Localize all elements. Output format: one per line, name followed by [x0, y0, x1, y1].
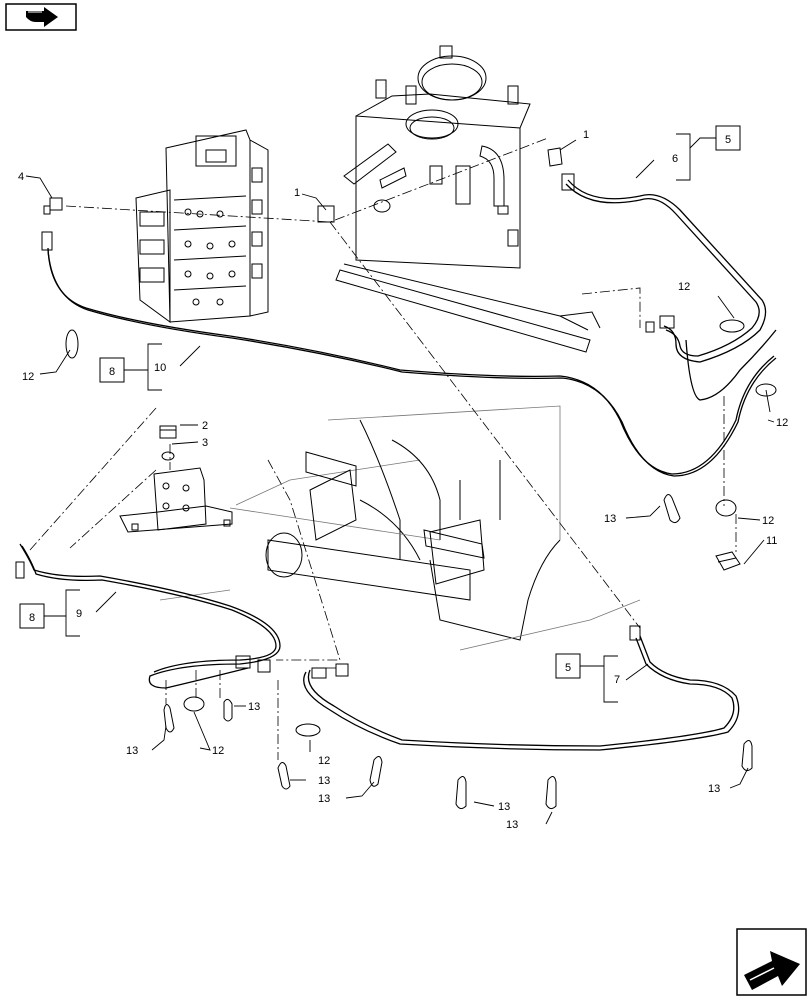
- fitting-4-elbow: [41, 197, 63, 251]
- callout-3: 3: [202, 437, 208, 449]
- next-page-button[interactable]: [736, 928, 807, 996]
- callout-13: 13: [506, 819, 518, 831]
- callout-4: 4: [18, 171, 24, 183]
- fitting-1-upper: [547, 147, 575, 191]
- previous-page-frame: [5, 3, 77, 31]
- alignment-lines: [29, 137, 737, 760]
- arrow-right-hand-icon: [744, 951, 800, 990]
- callout-6: 6: [672, 153, 678, 165]
- callout-9: 9: [76, 608, 82, 620]
- callout-12: 12: [678, 281, 690, 293]
- callout-13: 13: [318, 793, 330, 805]
- callout-11: 11: [766, 535, 777, 547]
- clip-13-group: [163, 494, 753, 810]
- fitting-2: [159, 425, 177, 439]
- hose-6: [565, 179, 777, 401]
- callout-13: 13: [604, 513, 616, 525]
- fitting-1-lower: [317, 205, 335, 223]
- callout-13: 13: [498, 801, 510, 813]
- callout-13: 13: [708, 783, 720, 795]
- callout-1: 1: [583, 129, 589, 141]
- callout-13: 13: [318, 775, 330, 787]
- callout-12: 12: [318, 755, 330, 767]
- callout-10: 10: [154, 362, 166, 374]
- callout-12: 12: [212, 745, 224, 757]
- arrow-left-hand-icon: [26, 7, 58, 27]
- callout-2: 2: [202, 420, 208, 432]
- hose-9: [19, 543, 281, 689]
- callout-12: 12: [776, 417, 788, 429]
- hose-10: [47, 247, 777, 477]
- reference-box-5-lower[interactable]: 5: [555, 653, 618, 703]
- hose-7: [303, 635, 740, 751]
- callout-12: 12: [22, 371, 34, 383]
- fitting-3: [161, 451, 175, 461]
- clamp-12-group: [65, 319, 777, 737]
- callout-13: 13: [126, 745, 138, 757]
- callout-labels: 1 1 2 3 4 6 7 9 10 11 12 12 12 12 12 12 …: [18, 129, 788, 831]
- reference-box-8-upper[interactable]: 8: [99, 343, 162, 391]
- control-valve-block: [135, 129, 269, 323]
- reference-box-label: 5: [565, 662, 571, 674]
- previous-page-button[interactable]: [5, 3, 77, 31]
- machine-frame-outline: [159, 45, 641, 651]
- callout-13: 13: [248, 701, 260, 713]
- reference-box-label: 8: [109, 366, 115, 378]
- manifold-block: [119, 467, 233, 533]
- leader-lines: [25, 139, 775, 825]
- reference-box-5-upper[interactable]: 5: [676, 125, 741, 181]
- bracket-11: [715, 551, 741, 571]
- reference-box-label: 5: [725, 134, 731, 146]
- callout-1: 1: [294, 187, 300, 199]
- reference-box-label: 8: [29, 612, 35, 624]
- callout-12: 12: [762, 515, 774, 527]
- reference-box-8-lower[interactable]: 8: [19, 589, 80, 637]
- hose-end-fittings: [15, 315, 675, 679]
- callout-7: 7: [614, 674, 620, 686]
